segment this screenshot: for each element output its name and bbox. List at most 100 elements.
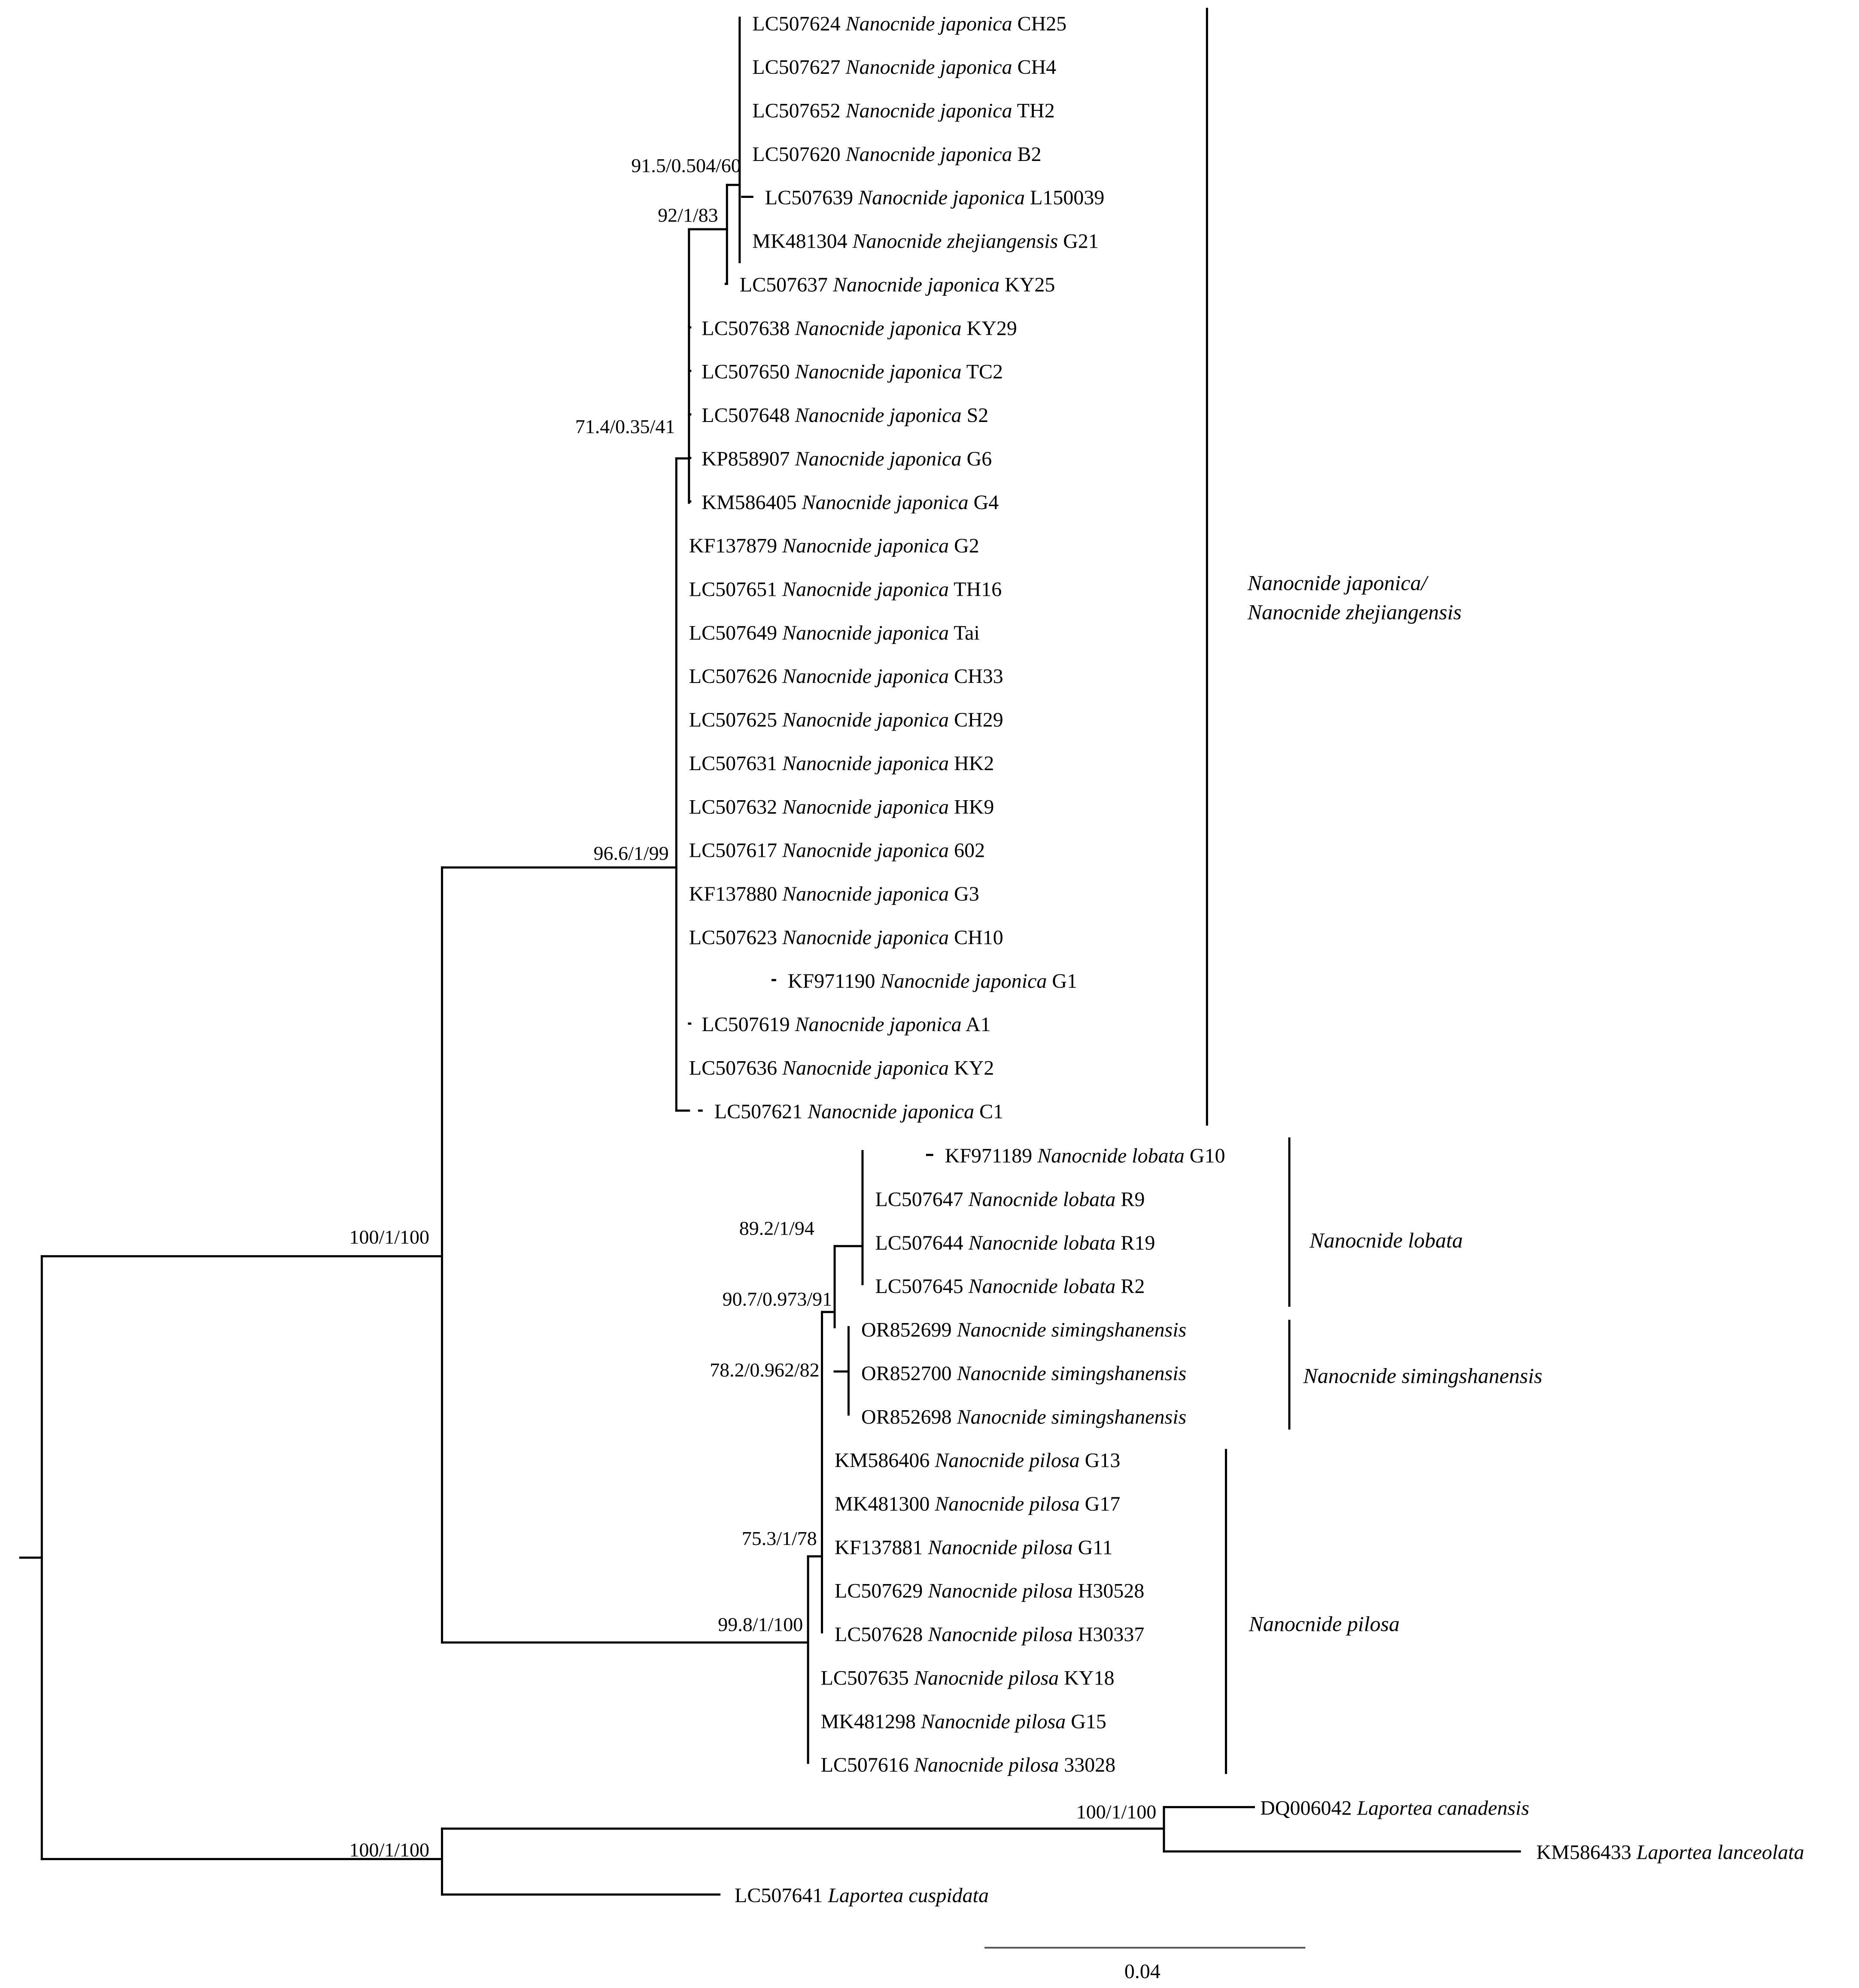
tip-label: KM586405 Nanocnide japonica G4 (702, 491, 999, 514)
tip-species: Nanocnide japonica (845, 56, 1012, 79)
tip-species: Nanocnide japonica (782, 883, 949, 905)
tip-accession: LC507644 (875, 1232, 968, 1254)
tip-accession: LC507632 (689, 795, 782, 818)
tip-code: G1 (1047, 970, 1077, 992)
tip-accession: LC507629 (835, 1580, 928, 1603)
tip-species: Nanocnide japonica (845, 100, 1012, 122)
tree-branches (19, 8, 1521, 1896)
tip-species: Nanocnide japonica (782, 709, 949, 731)
clade-label: Nanocnide pilosa (1248, 1612, 1400, 1636)
support-value: 100/1/100 (349, 1226, 429, 1248)
tip-species: Nanocnide japonica (782, 622, 949, 644)
tip-accession: LC507624 (752, 12, 845, 35)
tip-label: LC507638 Nanocnide japonica KY29 (702, 317, 1017, 340)
tip-label: KF137879 Nanocnide japonica G2 (689, 534, 979, 557)
tip-label: LC507645 Nanocnide lobata R2 (875, 1275, 1145, 1298)
tip-label: LC507649 Nanocnide japonica Tai (689, 622, 980, 644)
tip-species: Nanocnide japonica (795, 361, 962, 383)
tip-label: KF137880 Nanocnide japonica G3 (689, 883, 979, 905)
tip-accession: LC507627 (752, 56, 845, 79)
tip-code: R2 (1115, 1275, 1145, 1298)
clade-annotations: Nanocnide japonica/Nanocnide zhejiangens… (1247, 571, 1543, 1636)
tip-accession: MK481300 (835, 1493, 935, 1515)
tip-label: LC507639 Nanocnide japonica L150039 (765, 186, 1105, 209)
tip-code: G3 (949, 883, 979, 905)
tip-accession: OR852700 (861, 1362, 957, 1385)
tip-species: Nanocnide japonica (795, 447, 962, 470)
tip-code: CH10 (949, 926, 1003, 949)
tip-species: Nanocnide japonica (880, 970, 1047, 992)
support-value: 90.7/0.973/91 (723, 1288, 832, 1310)
tip-species: Nanocnide lobata (968, 1232, 1116, 1254)
tip-label: MK481304 Nanocnide zhejiangensis G21 (752, 230, 1099, 253)
tip-accession: LC507635 (821, 1666, 914, 1689)
tip-accession: KF137880 (689, 883, 782, 905)
tip-accession: KF137881 (835, 1536, 928, 1559)
tip-label: LC507628 Nanocnide pilosa H30337 (835, 1623, 1144, 1646)
tip-species: Nanocnide lobata (968, 1275, 1116, 1298)
tip-code: G4 (969, 491, 999, 514)
support-value: 89.2/1/94 (739, 1217, 814, 1239)
tip-species: Nanocnide pilosa (934, 1449, 1079, 1472)
tip-code: A1 (962, 1013, 991, 1036)
tip-accession: MK481304 (752, 230, 852, 253)
tip-species: Nanocnide japonica (782, 926, 949, 949)
tip-label: DQ006042 Laportea canadensis (1260, 1797, 1529, 1819)
tip-code: R9 (1115, 1188, 1145, 1211)
tip-label: LC507616 Nanocnide pilosa 33028 (821, 1754, 1116, 1776)
tip-label: LC507617 Nanocnide japonica 602 (689, 839, 985, 862)
tip-accession: LC507626 (689, 665, 782, 688)
tip-accession: LC507621 (714, 1100, 808, 1123)
tip-accession: KM586433 (1536, 1841, 1636, 1864)
tip-label: KF971190 Nanocnide japonica G1 (788, 970, 1077, 992)
tip-label: KF137881 Nanocnide pilosa G11 (835, 1536, 1113, 1559)
tip-species: Nanocnide japonica (795, 404, 962, 427)
tip-label: MK481300 Nanocnide pilosa G17 (835, 1493, 1120, 1515)
tip-label: LC507631 Nanocnide japonica HK2 (689, 752, 994, 775)
tip-label: OR852698 Nanocnide simingshanensis (861, 1405, 1186, 1428)
tip-label: LC507629 Nanocnide pilosa H30528 (835, 1580, 1144, 1603)
tip-accession: LC507645 (875, 1275, 968, 1298)
tip-code: KY25 (999, 273, 1055, 296)
scale-bar: 0.04 (984, 1947, 1306, 1983)
tip-species: Laportea cuspidata (827, 1884, 989, 1907)
tip-code: S2 (962, 404, 989, 427)
tip-code: HK2 (949, 752, 994, 775)
tip-accession: LC507617 (689, 839, 782, 862)
tip-label: LC507644 Nanocnide lobata R19 (875, 1232, 1155, 1254)
tip-label: LC507635 Nanocnide pilosa KY18 (821, 1666, 1115, 1689)
tip-label: LC507650 Nanocnide japonica TC2 (702, 361, 1003, 383)
tip-label: LC507626 Nanocnide japonica CH33 (689, 665, 1003, 688)
tip-accession: KF971189 (945, 1144, 1038, 1167)
tip-code: G11 (1073, 1536, 1113, 1559)
tip-label: LC507621 Nanocnide japonica C1 (714, 1100, 1003, 1123)
tip-species: Nanocnide simingshanensis (957, 1362, 1187, 1385)
support-values: 91.5/0.504/6092/1/8371.4/0.35/4196.6/1/9… (349, 155, 1156, 1861)
tip-label: KM586433 Laportea lanceolata (1536, 1841, 1804, 1864)
tip-label: LC507648 Nanocnide japonica S2 (702, 404, 988, 427)
support-value: 92/1/83 (658, 204, 718, 226)
support-value: 75.3/1/78 (742, 1527, 817, 1549)
tip-species: Nanocnide japonica (782, 1056, 949, 1079)
tip-label: MK481298 Nanocnide pilosa G15 (821, 1710, 1106, 1733)
tip-label: KF971189 Nanocnide lobata G10 (945, 1144, 1225, 1167)
tip-accession: LC507648 (702, 404, 795, 427)
scale-bar-label: 0.04 (1124, 1960, 1160, 1983)
tip-accession: LC507619 (702, 1013, 795, 1036)
support-value: 100/1/100 (1076, 1801, 1157, 1823)
tip-code: CH25 (1012, 12, 1067, 35)
support-value: 78.2/0.962/82 (710, 1359, 820, 1381)
tip-accession: LC507636 (689, 1056, 782, 1079)
tip-code: Tai (949, 622, 980, 644)
clade-label: Nanocnide japonica/ (1247, 571, 1429, 595)
support-value: 99.8/1/100 (718, 1614, 803, 1636)
tip-label: LC507652 Nanocnide japonica TH2 (752, 100, 1054, 122)
tip-label: LC507624 Nanocnide japonica CH25 (752, 12, 1066, 35)
tip-accession: LC507652 (752, 100, 845, 122)
tip-label: LC507636 Nanocnide japonica KY2 (689, 1056, 994, 1079)
tip-code: C1 (974, 1100, 1003, 1123)
tip-code: KY29 (962, 317, 1017, 340)
clade-label: Nanocnide simingshanensis (1303, 1363, 1543, 1387)
tip-accession: KF137879 (689, 534, 782, 557)
tip-accession: KP858907 (702, 447, 795, 470)
